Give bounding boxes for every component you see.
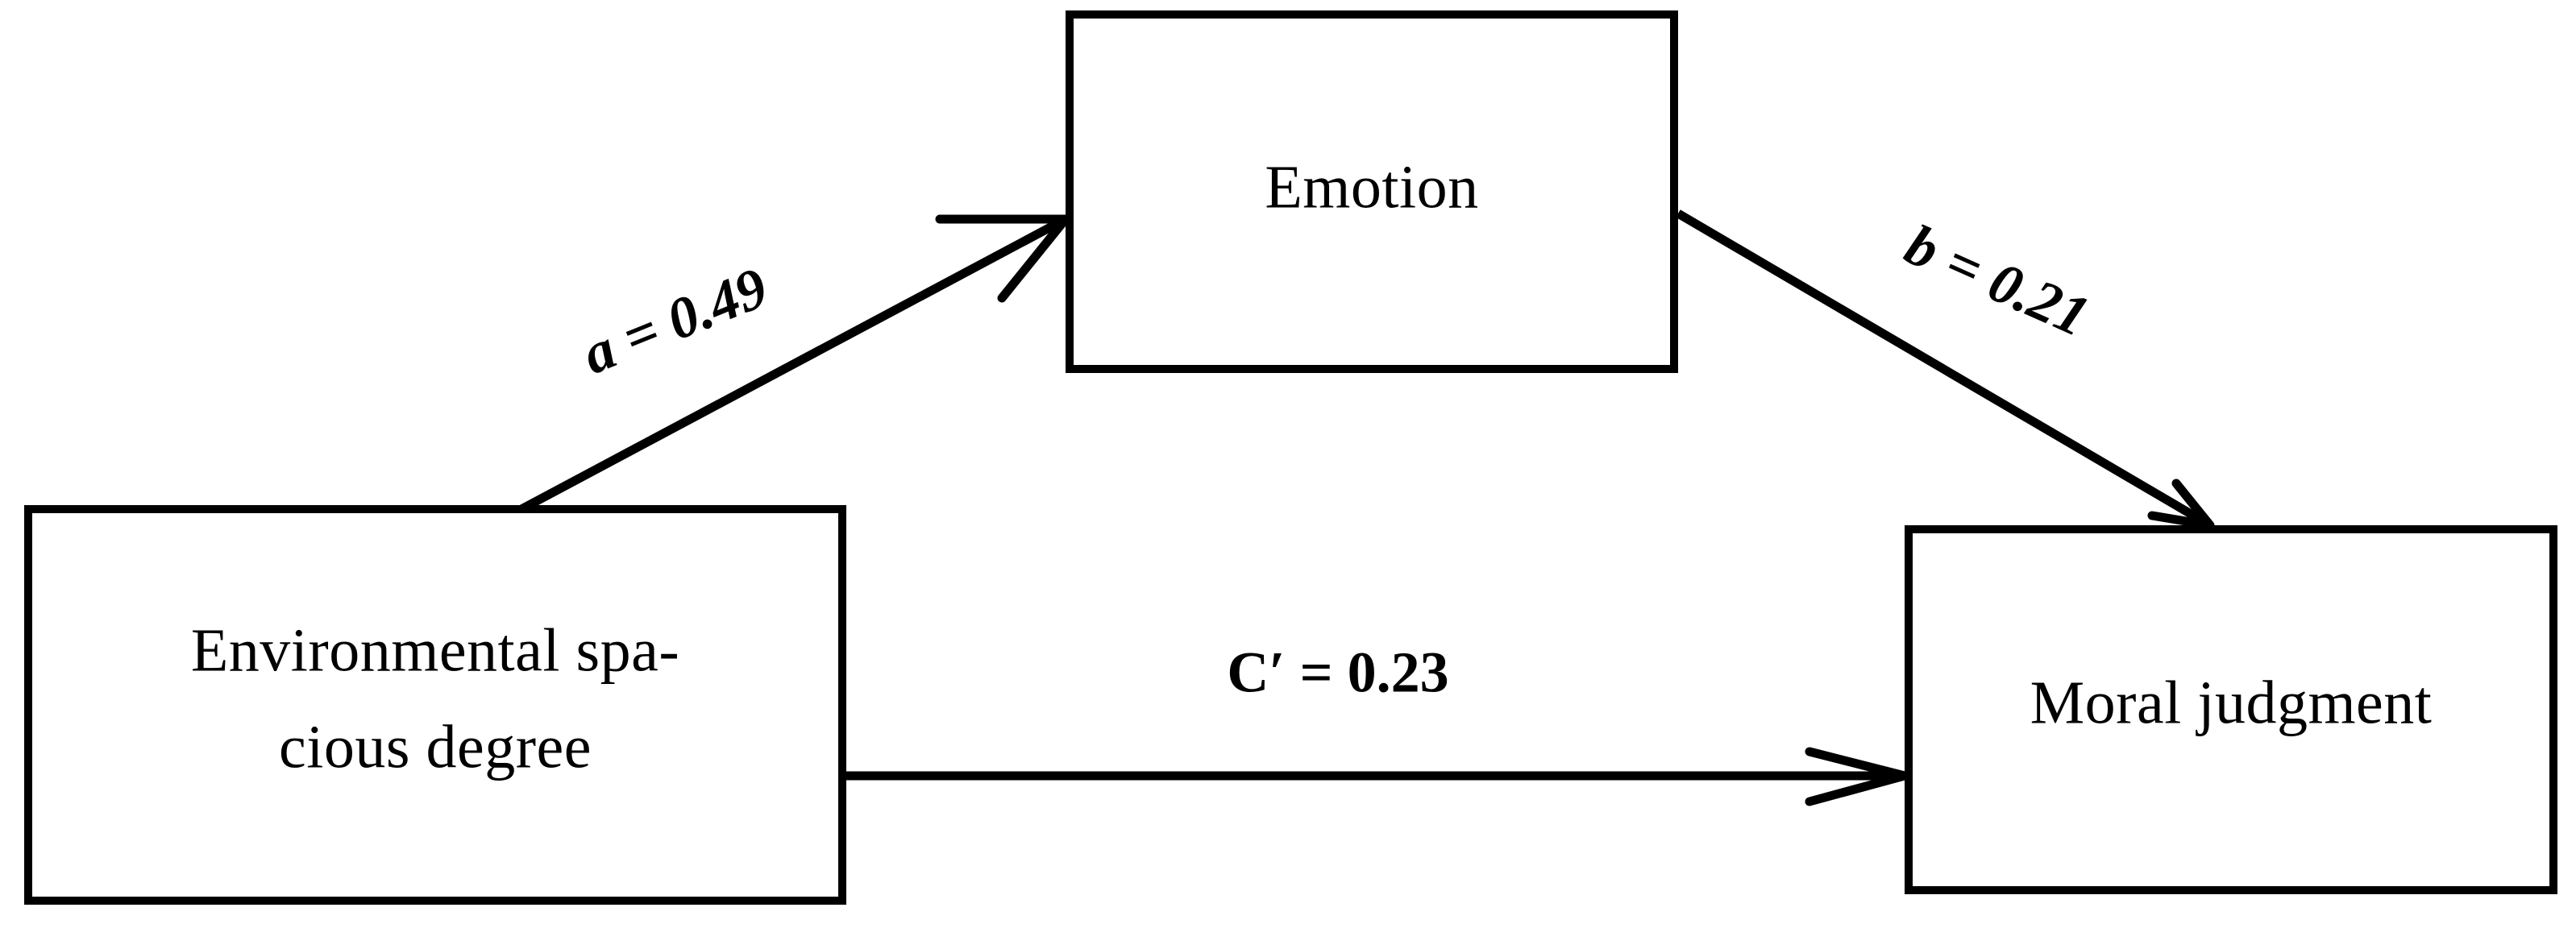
node-predictor[interactable]: Environmental spa- cious degree xyxy=(24,505,846,905)
path-b-line xyxy=(1676,209,2212,529)
node-predictor-box[interactable] xyxy=(24,505,846,905)
path-b-arrowhead xyxy=(2147,479,2215,530)
path-c-prime-label: C′ = 0.23 xyxy=(1227,640,1448,705)
path-a-arrowhead xyxy=(935,214,1070,303)
path-c-prime-arrowhead xyxy=(1805,747,1909,806)
node-predictor-label-line2: cious degree xyxy=(279,713,592,781)
path-group-c-prime xyxy=(846,747,1909,806)
node-mediator-box[interactable] xyxy=(1066,10,1678,373)
path-a-label: a = 0.49 xyxy=(573,255,776,387)
node-outcome-label: Moral judgment xyxy=(2030,669,2433,736)
path-b-label: b = 0.21 xyxy=(1897,212,2099,349)
node-outcome[interactable]: Moral judgment xyxy=(1905,525,2557,894)
path-group-a xyxy=(519,214,1070,513)
node-mediator[interactable]: Emotion xyxy=(1066,10,1678,373)
node-mediator-label: Emotion xyxy=(1265,153,1478,221)
path-group-b xyxy=(1676,209,2215,530)
node-predictor-label-line1: Environmental spa- xyxy=(191,616,679,684)
node-outcome-box[interactable] xyxy=(1905,525,2557,894)
path-a-line xyxy=(519,215,1068,513)
